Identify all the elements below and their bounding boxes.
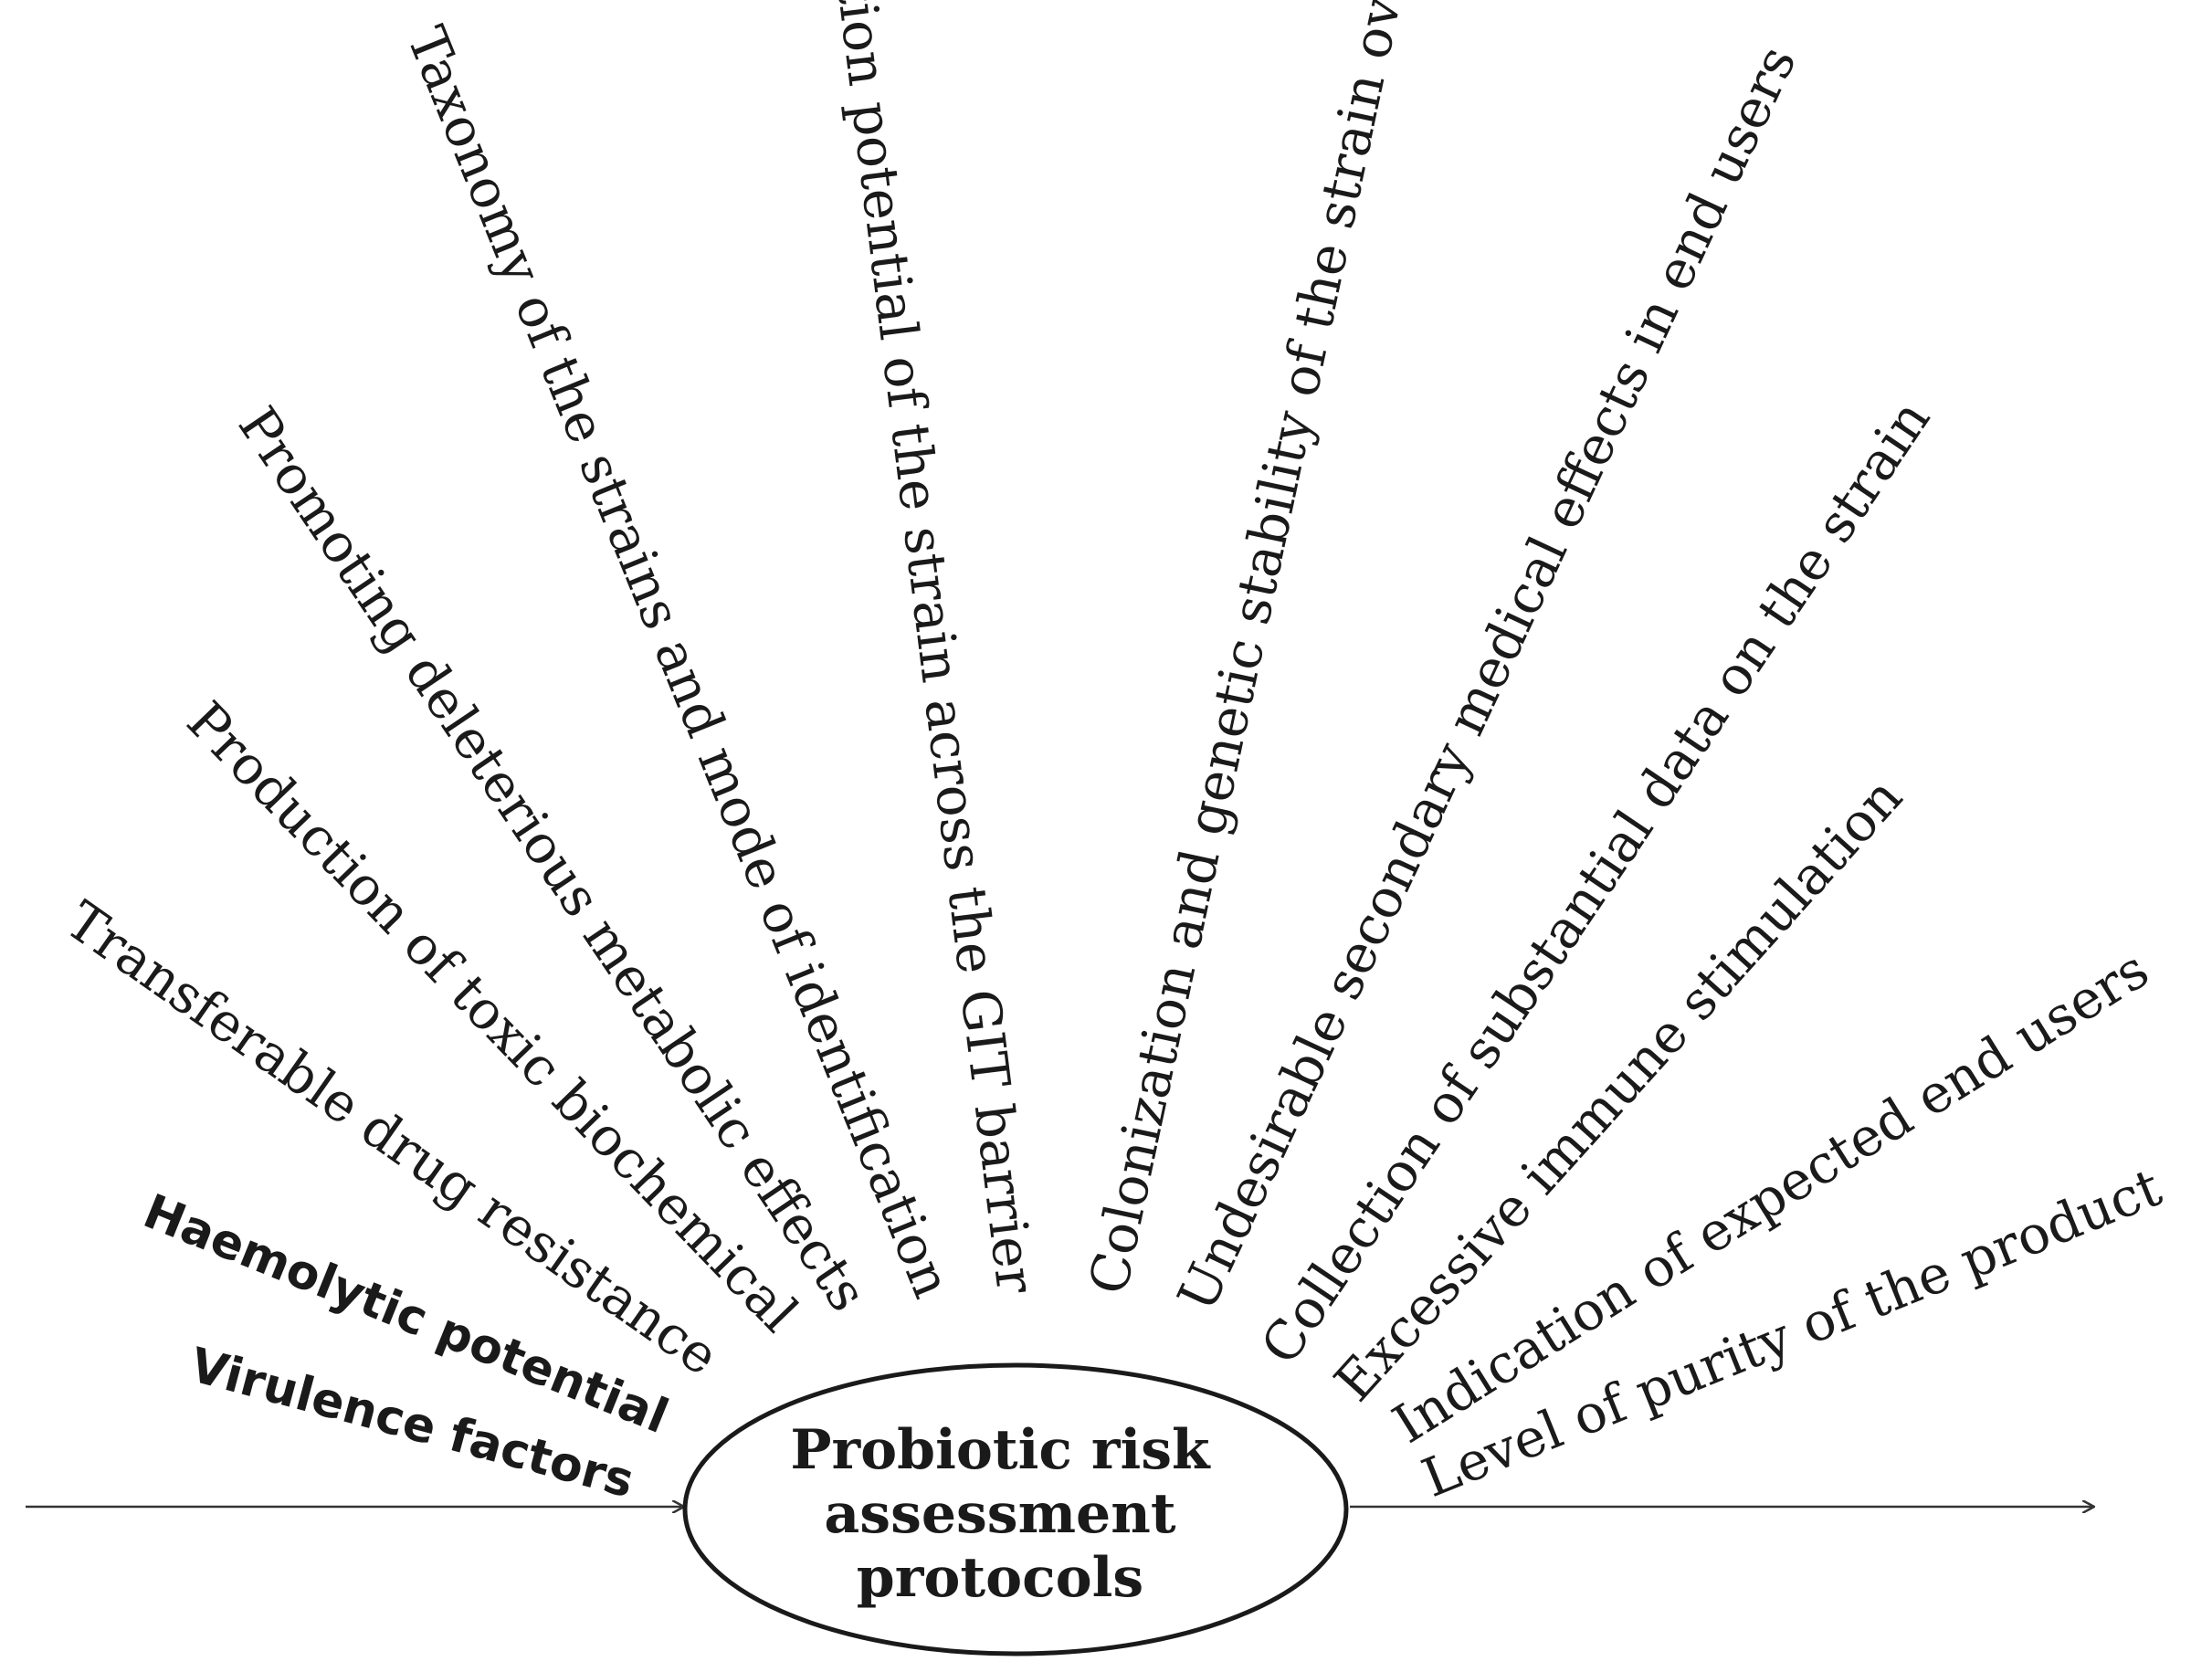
center-ellipse xyxy=(682,1362,1349,1656)
center-label-line2: assessment xyxy=(824,1482,1175,1546)
center-label-line3: protocols xyxy=(857,1546,1143,1610)
center-label-line1: Probiotic risk xyxy=(790,1418,1211,1482)
